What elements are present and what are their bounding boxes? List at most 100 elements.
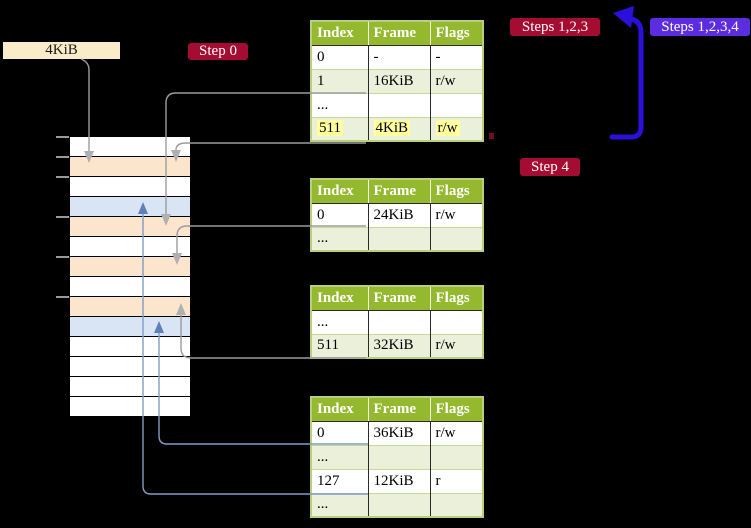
address-tick (56, 156, 70, 158)
arrowhead-upleft-icon (613, 6, 634, 28)
memory-frame-row-white (70, 337, 190, 357)
steps-123-badge: Steps 1,2,3 (510, 18, 600, 36)
table-row: ... (311, 444, 483, 469)
highlighted-value: 511 (317, 120, 343, 137)
cell: 0 (311, 202, 369, 227)
cell: 0 (311, 44, 369, 69)
cell: - (368, 44, 431, 69)
table-row: 511 4KiB r/w (311, 116, 483, 141)
cell: 0 (311, 420, 369, 445)
memory-frame-row-peach (70, 157, 190, 177)
column-header: Flags (430, 286, 483, 311)
address-tick (56, 256, 70, 258)
memory-frame-row-white (70, 377, 190, 397)
cell: 24KiB (368, 202, 431, 227)
memory-frame-row-white (70, 357, 190, 377)
cell: ... (311, 92, 369, 117)
column-header: Index (311, 21, 369, 46)
step-4-badge: Step 4 (520, 158, 580, 176)
column-header: Flags (430, 179, 483, 204)
cell (430, 444, 483, 469)
column-header: Frame (368, 179, 431, 204)
address-tick (56, 176, 70, 178)
cell: ... (311, 309, 369, 334)
address-tick (56, 216, 70, 218)
cell (430, 92, 483, 117)
cell: 12KiB (368, 468, 431, 493)
red-mark (489, 133, 494, 139)
cell: 511 (311, 116, 369, 141)
connector-table1-row511-to-frame (175, 142, 366, 151)
cell: r (430, 468, 483, 493)
cell (430, 226, 483, 251)
column-header: Frame (368, 21, 431, 46)
cell: 127 (311, 468, 369, 493)
memory-frame-row-white (70, 397, 190, 416)
cell (368, 226, 431, 251)
cell (368, 492, 431, 517)
cell: 16KiB (368, 68, 431, 93)
memory-frame-row-peach (70, 257, 190, 277)
table-row: ... (311, 492, 483, 517)
cell: 4KiB (368, 116, 431, 141)
step-0-badge: Step 0 (188, 43, 248, 60)
memory-frame-row-white (70, 237, 190, 257)
memory-frame-row-white (70, 277, 190, 297)
memory-frame-row-blue (70, 317, 190, 337)
cell (368, 309, 431, 334)
physical-memory-strip (69, 136, 191, 417)
column-header: Index (311, 179, 369, 204)
address-tick (56, 136, 70, 138)
cell: r/w (430, 68, 483, 93)
table-row: ... (311, 309, 483, 334)
cell: ... (311, 492, 369, 517)
cell: r/w (430, 333, 483, 358)
blue-loop-arrow (609, 16, 644, 140)
cell: 511 (311, 333, 369, 358)
memory-frame-row-peach (70, 217, 190, 237)
highlighted-value: 4KiB (373, 120, 411, 137)
table-row: ... (311, 92, 483, 117)
memory-frame-row-white (70, 137, 190, 157)
table-row: 0-- (311, 44, 483, 69)
page-size-label: 4KiB (3, 42, 120, 59)
cell: r/w (430, 420, 483, 445)
memory-frame-row-peach (70, 297, 190, 317)
steps-1234-badge: Steps 1,2,3,4 (650, 18, 750, 36)
cell: ... (311, 226, 369, 251)
column-header: Index (311, 397, 369, 422)
column-header: Flags (430, 397, 483, 422)
cell: 1 (311, 68, 369, 93)
address-tick (56, 296, 70, 298)
column-header: Frame (368, 286, 431, 311)
highlighted-value: r/w (435, 120, 460, 137)
cell: r/w (430, 202, 483, 227)
cell: 32KiB (368, 333, 431, 358)
cell: 36KiB (368, 420, 431, 445)
cell (430, 309, 483, 334)
cell: ... (311, 444, 369, 469)
memory-frame-row-white (70, 177, 190, 197)
cell (430, 492, 483, 517)
cell (368, 92, 431, 117)
column-header: Frame (368, 397, 431, 422)
column-header: Index (311, 286, 369, 311)
cell (368, 444, 431, 469)
cell: r/w (430, 116, 483, 141)
column-header: Flags (430, 21, 483, 46)
table-row: ... (311, 226, 483, 251)
